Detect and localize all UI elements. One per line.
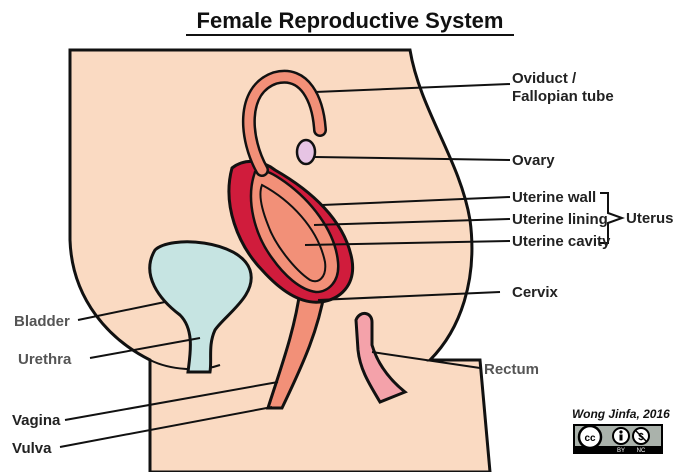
vagina-shape [265,288,327,410]
label-rectum: Rectum [484,361,539,378]
label-uterine-lining: Uterine lining [512,211,608,228]
label-uterus: Uterus [626,210,674,227]
label-oviduct-2: Fallopian tube [512,88,614,105]
svg-text:BY: BY [617,448,625,454]
label-urethra: Urethra [18,351,72,368]
label-ovary: Ovary [512,152,555,169]
svg-text:NC: NC [637,448,646,454]
label-vagina: Vagina [12,412,61,429]
credit-text: Wong Jinfa, 2016 [572,407,670,421]
label-bladder: Bladder [14,313,70,330]
label-vulva: Vulva [12,440,52,457]
cc-icon [577,424,603,450]
label-uterine-cavity: Uterine cavity [512,233,611,250]
cc-by-nc-badge: cc $ BY NC [573,424,663,454]
label-uterine-wall: Uterine wall [512,189,596,206]
label-cervix: Cervix [512,284,559,301]
label-oviduct-1: Oviduct / [512,70,577,87]
rectum-shape [354,312,408,404]
body-fold [149,359,221,371]
svg-text:cc: cc [584,433,596,444]
svg-text:$: $ [638,432,644,443]
diagram-title: Female Reproductive System [197,8,504,33]
bladder-shape [148,240,253,374]
oviduct-fill [244,72,325,175]
ovary-shape [295,138,317,166]
uterus-bracket [600,192,625,244]
uterine-cavity-shape [259,183,327,283]
leader-lines [59,83,511,448]
